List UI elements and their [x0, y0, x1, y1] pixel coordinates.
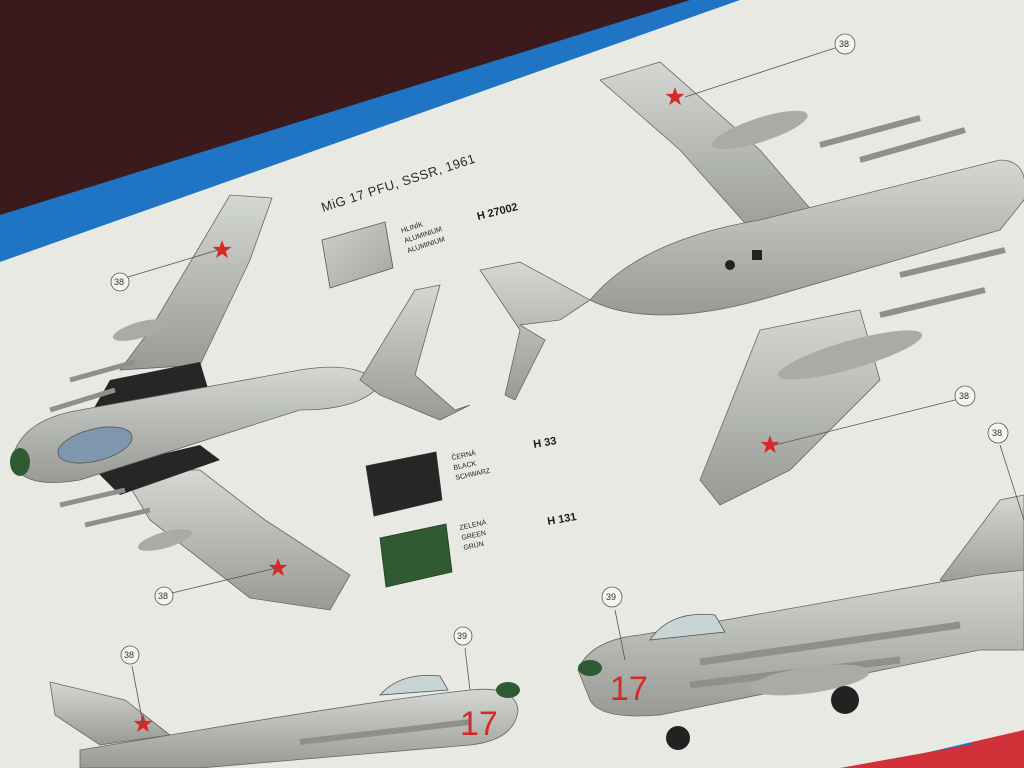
callout-c1: 38 — [110, 272, 130, 292]
callout-c3: 38 — [834, 33, 856, 55]
swatch-green-chip — [379, 523, 453, 588]
right-aircraft-missile-2 — [859, 127, 966, 163]
aircraft-bottom-view-right — [479, 61, 1024, 506]
right-aircraft-fuselage — [589, 159, 1024, 316]
bottom-right-aircraft-number: 17 — [610, 670, 648, 708]
callout-c2-text: 38 — [158, 591, 168, 601]
aircraft-side-view-right: 17 — [577, 494, 1024, 750]
callout-c7-text: 39 — [606, 592, 616, 602]
bottom-right-aircraft-missile-1 — [699, 621, 961, 666]
leader-line-c7 — [614, 609, 626, 661]
callout-leader-lines — [127, 47, 1024, 725]
swatch-aluminium-chip — [321, 221, 394, 289]
right-aircraft-hatch-1 — [725, 260, 735, 270]
right-aircraft-missile-3 — [899, 247, 1006, 278]
right-aircraft-hatch-2 — [752, 250, 762, 260]
swatch-green: ZELENÁ GREEN GRÜN H 131 — [379, 511, 577, 588]
aircraft-side-view-left: 17 — [49, 675, 520, 768]
swatch-black-chip — [365, 451, 443, 517]
swatch-aluminium: HLINÍK ALUMINIUM ALUMINIUM H 27002 — [321, 201, 519, 289]
callout-c1-text: 38 — [114, 277, 124, 287]
callout-c8: 39 — [453, 626, 473, 646]
left-aircraft-missile-4 — [84, 507, 151, 528]
callout-c5-text: 38 — [124, 650, 134, 660]
right-aircraft-missile-4 — [879, 287, 986, 318]
bottom-left-aircraft-fuselage — [79, 688, 519, 768]
right-aircraft-missile-1 — [819, 115, 921, 148]
leader-line-c6 — [999, 444, 1024, 521]
bottom-left-aircraft-canopy — [379, 675, 449, 696]
right-aircraft-drop-tank-2 — [777, 330, 923, 380]
swatch-green-code: H 131 — [546, 511, 577, 528]
right-aircraft-tail — [479, 261, 591, 401]
callout-c6-text: 38 — [992, 428, 1002, 438]
leader-line-c5 — [131, 665, 144, 725]
right-aircraft-drop-tank-1 — [712, 110, 808, 150]
bottom-right-aircraft-nose-wheel — [666, 726, 690, 750]
bottom-right-aircraft-drop-tank — [750, 664, 870, 696]
bottom-right-aircraft-fuselage — [577, 569, 1024, 717]
bottom-right-aircraft-canopy — [649, 613, 726, 641]
bottom-right-aircraft-nose-green — [578, 660, 602, 676]
swatch-black: ČERNÁ BLACK SCHWARZ H 33 — [365, 435, 557, 517]
leader-line-c2 — [171, 567, 277, 594]
bottom-right-aircraft-main-wheel — [831, 686, 859, 714]
left-aircraft-canopy — [57, 426, 133, 464]
left-aircraft-black-band-lower — [95, 445, 220, 495]
callout-c3-text: 38 — [839, 39, 849, 49]
leader-line-c3 — [684, 47, 836, 98]
bottom-left-aircraft-number: 17 — [460, 705, 498, 743]
callout-c8-text: 39 — [457, 631, 467, 641]
left-aircraft-drop-tank-1 — [112, 319, 168, 341]
callout-c5: 38 — [120, 645, 140, 665]
callout-c6: 38 — [987, 422, 1009, 444]
left-aircraft-drop-tank-2 — [137, 529, 193, 551]
callout-c4: 38 — [954, 385, 976, 407]
left-aircraft-black-band-upper — [90, 362, 210, 415]
callout-c4-text: 38 — [959, 391, 969, 401]
callout-c7: 39 — [601, 586, 623, 608]
swatch-black-code: H 33 — [532, 435, 557, 451]
left-aircraft-missile-2 — [69, 359, 136, 383]
left-aircraft-missile-3 — [59, 487, 126, 508]
left-aircraft-nose-green — [10, 448, 30, 476]
leader-line-c1 — [127, 249, 219, 278]
leader-line-c8 — [464, 647, 471, 691]
left-aircraft-missile-1 — [49, 387, 116, 413]
swatch-black-name-en: BLACK — [453, 460, 477, 472]
aircraft-top-view-left — [10, 194, 471, 611]
left-aircraft-tail — [359, 284, 471, 421]
leader-line-c4 — [774, 399, 956, 446]
sheet-red-corner — [840, 735, 1024, 768]
callout-c2: 38 — [154, 586, 174, 606]
bottom-left-aircraft-missile — [299, 719, 471, 745]
bottom-left-aircraft-nose-green — [496, 682, 520, 698]
